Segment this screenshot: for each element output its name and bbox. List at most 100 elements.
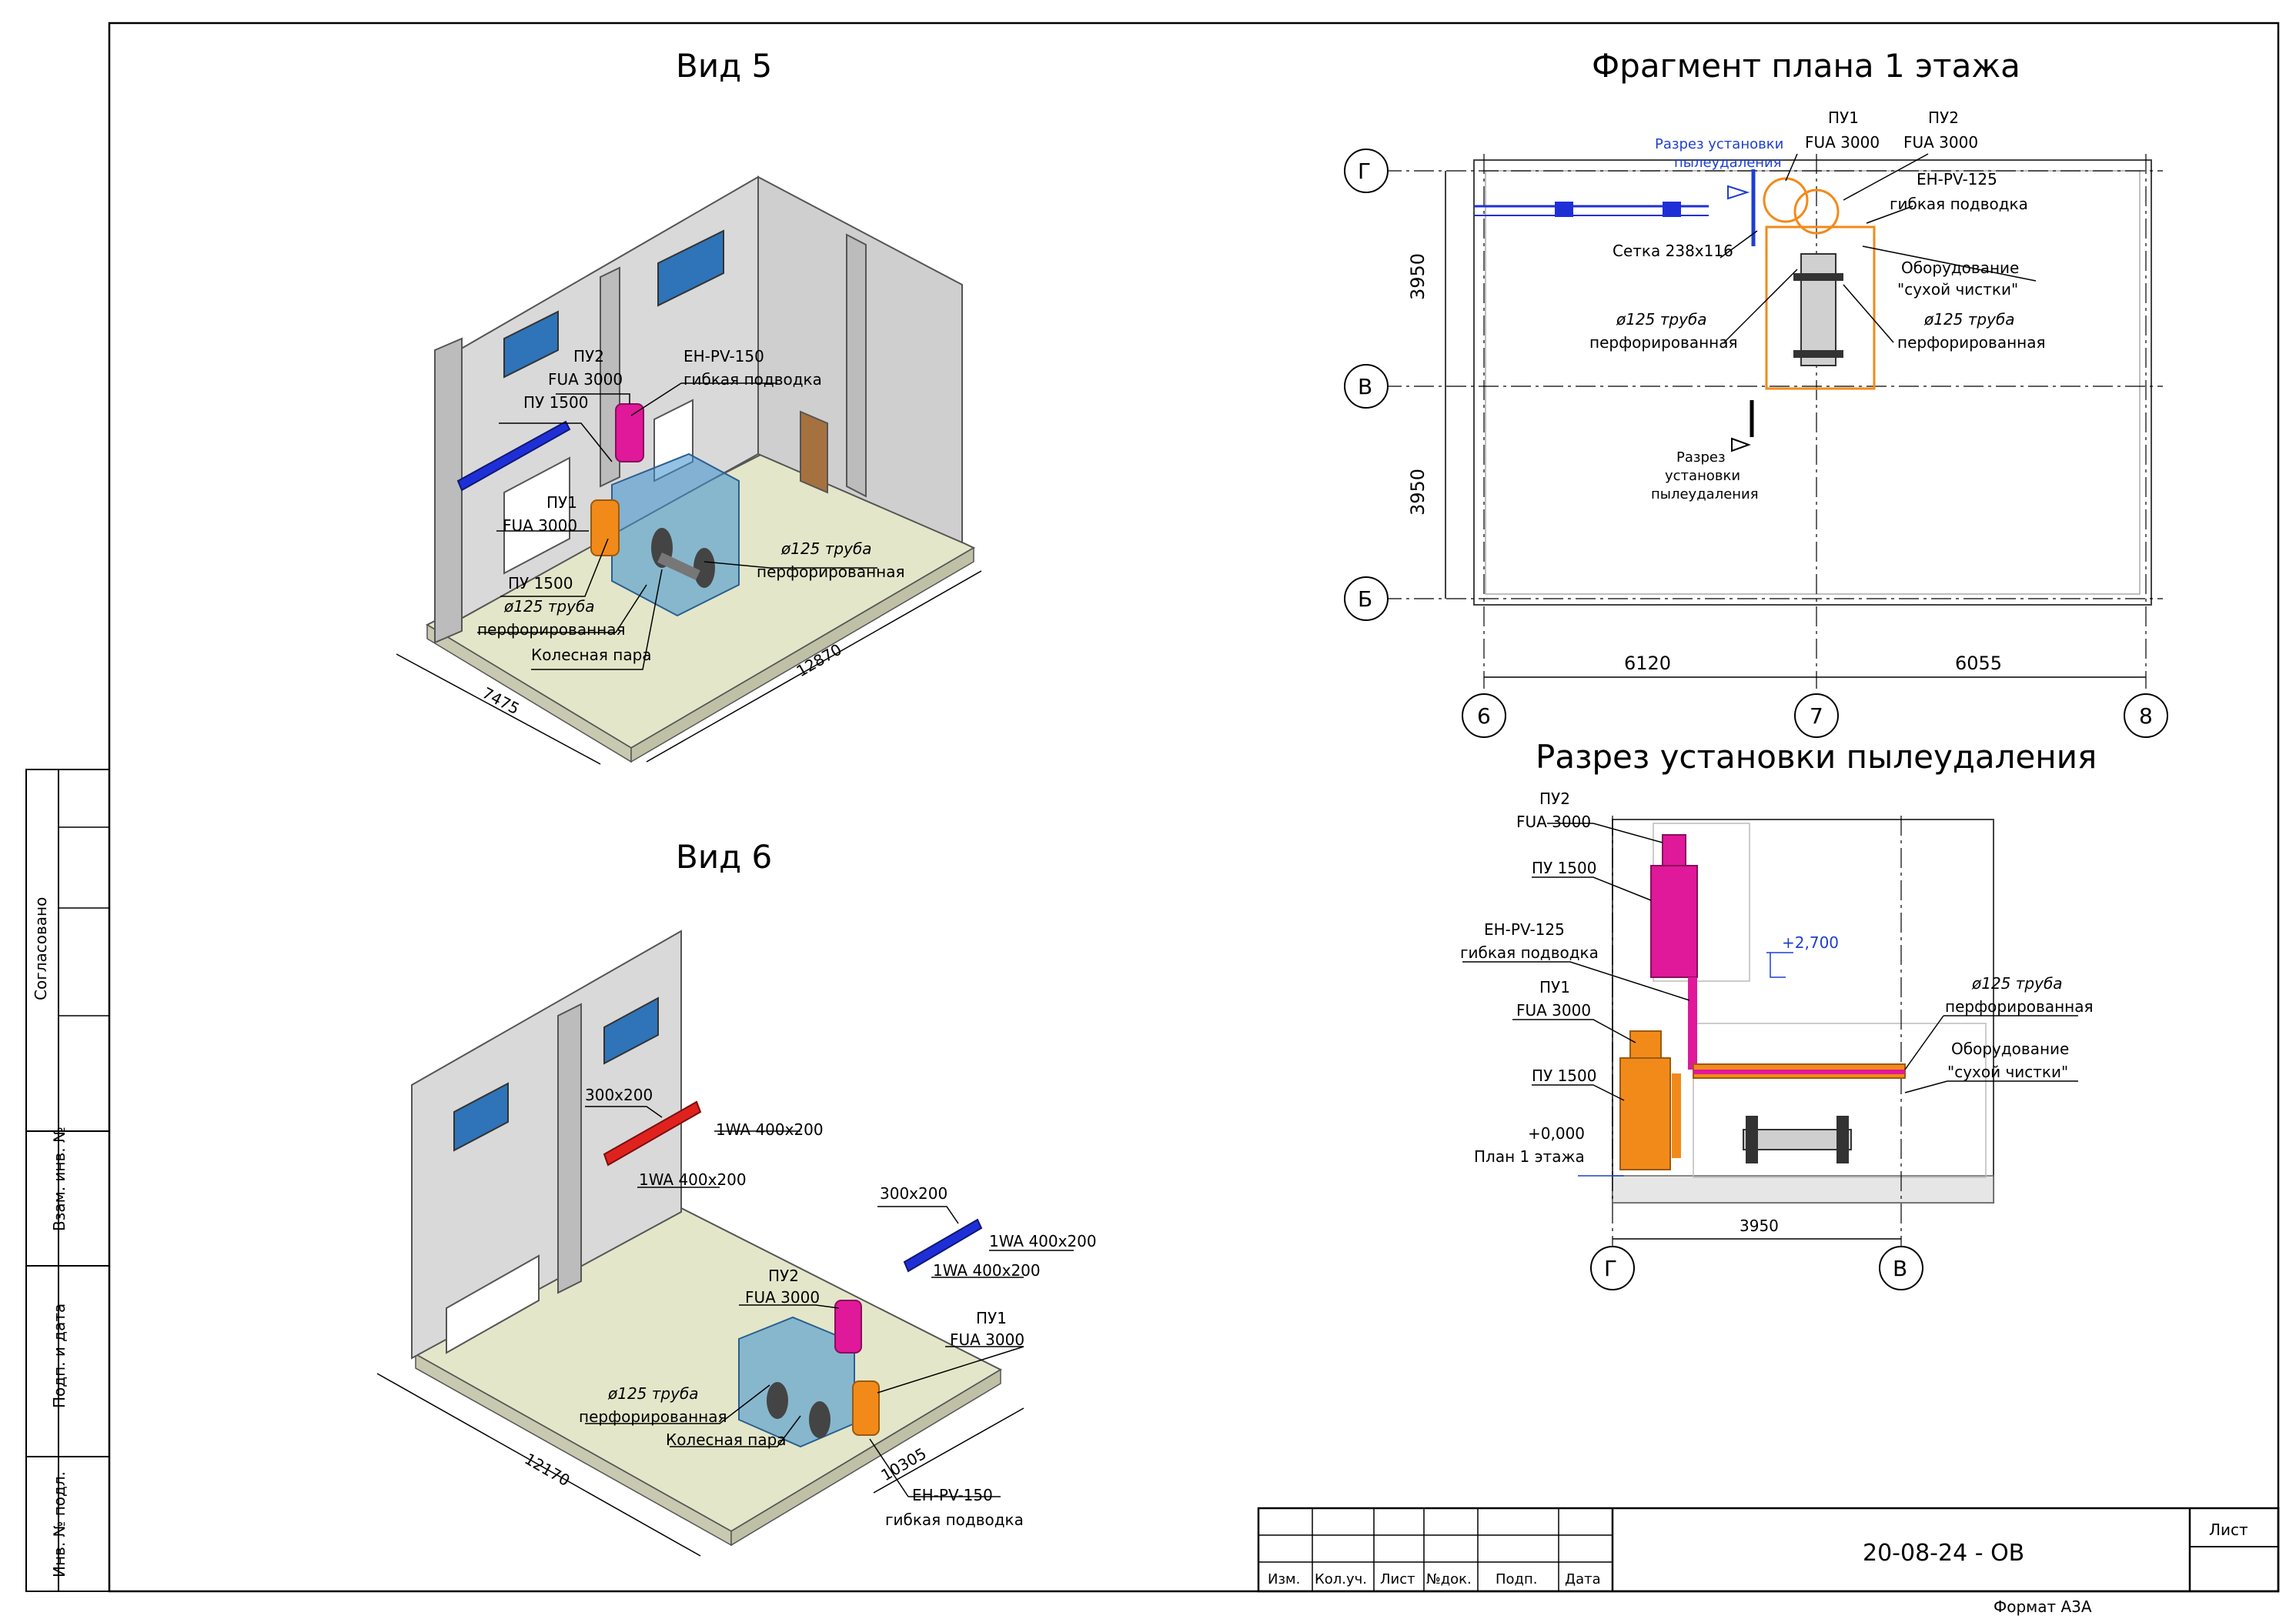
view6: Вид 6 (376, 838, 1097, 1557)
tb-data: Дата (1565, 1571, 1601, 1587)
sec-pipe-2: перфорированная (1945, 997, 2094, 1016)
view6-gate (446, 1254, 540, 1354)
v5-pipe-r2: перфорированная (757, 562, 905, 581)
sec-flex: гибкая подводка (1460, 943, 1599, 962)
plan-equipment (1765, 225, 1876, 390)
plan-room (1473, 159, 2152, 606)
stamp-approved: Согласовано (32, 897, 50, 1000)
v6-pu2: ПУ2 (768, 1267, 799, 1285)
v5-fua-b: FUA 3000 (503, 516, 577, 535)
plan-axis-8: 8 (2139, 703, 2153, 729)
plan-axis-B: Б (1358, 586, 1372, 612)
plan-dim-w2: 6055 (1955, 653, 2002, 674)
plan-axis-V: В (1358, 374, 1372, 399)
plan-pipe-l2: перфорированная (1589, 333, 1738, 352)
plan-pu1 (1763, 177, 1809, 223)
v5-pipe-l1: ø125 труба (503, 597, 595, 616)
view5-pu2 (615, 403, 644, 462)
plan-section-ref-1: Разрез установки (1655, 136, 1783, 152)
plan-pu2: ПУ2 (1928, 108, 1959, 127)
view6-windows (453, 996, 659, 1152)
v5-wheelset: Колесная пара (531, 646, 652, 664)
tb-kol: Кол.уч. (1315, 1571, 1367, 1587)
section-axis-G: Г (1604, 1256, 1617, 1281)
plan-pu2 (1793, 189, 1840, 235)
v6-d300-b: 300х200 (880, 1184, 947, 1203)
sec-pu1500-a: ПУ 1500 (1532, 859, 1596, 877)
section-dim: 3950 (1740, 1217, 1779, 1235)
plan-ehpv: EH-PV-125 (1917, 170, 1997, 189)
section-wheelset (1743, 1116, 1852, 1163)
view5-booth (611, 452, 740, 617)
v5-pu1: ПУ1 (546, 493, 577, 512)
plan-axis-G: Г (1358, 159, 1371, 184)
plan-equip-1: Оборудование (1901, 259, 2019, 277)
v5-pu2: ПУ2 (573, 347, 604, 366)
v5-ehpv: EH-PV-150 (683, 347, 764, 366)
plan-pu1: ПУ1 (1828, 108, 1859, 127)
plan-dim-h1: 3950 (1407, 253, 1429, 300)
sec-fua-a: FUA 3000 (1516, 813, 1591, 831)
plan-grille: Сетка 238х116 (1613, 242, 1733, 260)
sheet-label: Лист (2209, 1521, 2248, 1539)
view5: Вид 5 (396, 47, 982, 765)
view6-red-duct (603, 1100, 702, 1167)
plan-axis-6: 6 (1477, 703, 1491, 729)
view5-blue-duct (456, 420, 571, 492)
plan-cut-2: установки (1665, 468, 1740, 484)
plan-section-ref-2: пылеудаления (1674, 155, 1782, 171)
plan-fua-b: FUA 3000 (1903, 133, 1978, 152)
tb-list: Лист (1380, 1571, 1415, 1587)
v6-wa-a2: 1WA 400x200 (639, 1170, 747, 1189)
drawing-code: 20-08-24 - ОВ (1863, 1540, 2024, 1567)
v6-pu1: ПУ1 (976, 1309, 1007, 1327)
v6-dim-width: 12170 (522, 1450, 573, 1490)
title-block: Изм. Кол.уч. Лист №док. Подп. Дата 20-08… (1257, 1507, 2280, 1616)
plan-cut-3: пылеудаления (1651, 486, 1759, 502)
sec-fua-b: FUA 3000 (1516, 1001, 1591, 1020)
sec-equip-1: Оборудование (1951, 1040, 2069, 1058)
view6-pu2 (834, 1300, 862, 1354)
sec-pu1: ПУ1 (1539, 978, 1570, 996)
plan-flex: гибкая подводка (1890, 195, 2028, 213)
plan-dim-w1: 6120 (1624, 653, 1671, 674)
v5-fua-a: FUA 3000 (548, 370, 623, 389)
sec-level-top: +2,700 (1782, 933, 1839, 952)
plan-equip-2: "сухой чистки" (1897, 280, 2018, 299)
tb-ndoc: №док. (1426, 1571, 1472, 1587)
plan-title: Фрагмент плана 1 этажа (1592, 47, 2020, 85)
section-axis-V: В (1893, 1256, 1907, 1281)
v5-pu1500-top: ПУ 1500 (523, 393, 588, 412)
plan-axis-7: 7 (1810, 703, 1823, 729)
plan-dim-h2: 3950 (1407, 469, 1429, 516)
plan-pipe-r2: перфорированная (1897, 333, 2046, 352)
plan-pipe-l1: ø125 труба (1616, 310, 1707, 329)
tb-podp: Подп. (1496, 1571, 1537, 1587)
plan-pipe-r1: ø125 труба (1923, 310, 2015, 329)
v6-pipe-2: перфорированная (579, 1407, 727, 1426)
section: Разрез установки пылеудаления Г В 3950 (1460, 738, 2097, 1290)
format-label: Формат А3А (1994, 1597, 2092, 1616)
sec-ehpv: EH-PV-125 (1484, 920, 1565, 939)
view6-blue-duct (903, 1218, 983, 1273)
sec-equip-2: "сухой чистки" (1947, 1063, 2068, 1081)
plan-wheelset (1793, 253, 1843, 366)
sec-pipe-1: ø125 труба (1971, 974, 2063, 993)
view5-pu1 (590, 499, 620, 556)
v6-d300-a: 300х200 (585, 1086, 653, 1104)
view5-wheelset (651, 528, 715, 588)
view6-wheelset (767, 1382, 831, 1438)
v5-pipe-l2: перфорированная (477, 620, 626, 639)
v6-wheelset: Колесная пара (666, 1430, 787, 1449)
section-pu1 (1619, 1057, 1671, 1170)
view5-windows (503, 229, 724, 379)
section-title: Разрез установки пылеудаления (1536, 738, 2097, 776)
v6-pipe-1: ø125 труба (607, 1384, 699, 1403)
plan-cut-1: Разрез (1676, 449, 1726, 466)
plan-fua-a: FUA 3000 (1805, 133, 1880, 152)
sec-pu1500-b: ПУ 1500 (1532, 1067, 1596, 1085)
v6-fua-b: FUA 3000 (950, 1330, 1024, 1349)
section-pu2 (1650, 865, 1698, 978)
v6-fua-a: FUA 3000 (745, 1288, 820, 1307)
